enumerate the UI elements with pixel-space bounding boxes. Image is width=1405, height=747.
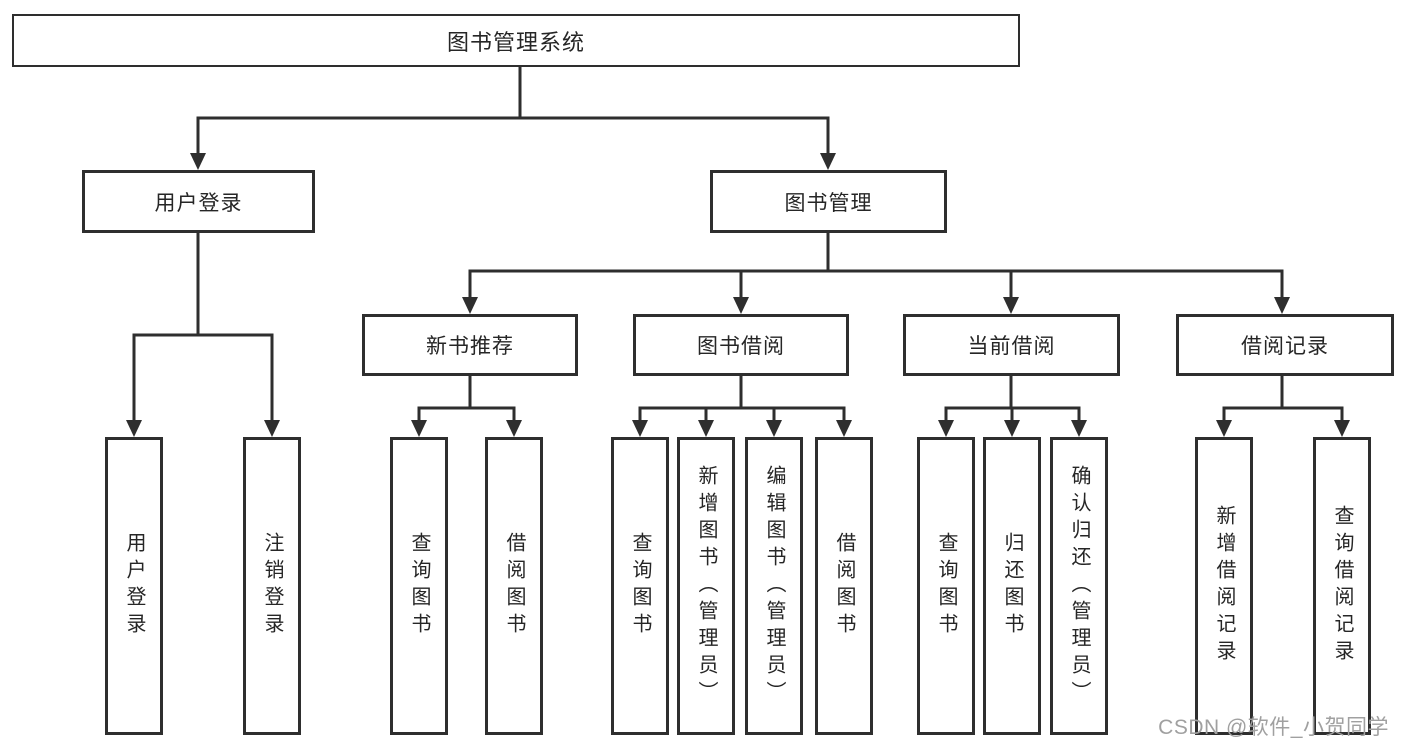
node-label: 注销登录 [261,532,283,640]
arrowhead [1003,297,1019,314]
arrowhead [506,420,522,437]
node-label: 新书推荐 [426,335,514,358]
node-leaf-return-books: 归还图书 [983,437,1041,735]
node-leaf-borrow-books-2: 借阅图书 [815,437,873,735]
arrowhead [698,420,714,437]
node-leaf-logout: 注销登录 [243,437,301,735]
arrowhead [1071,420,1087,437]
arrowhead [264,420,280,437]
arrowhead [190,153,206,170]
node-label: 图书管理系统 [446,29,585,55]
csdn-watermark: CSDN @软件_小贺同学 [1158,716,1389,739]
node-label: 新增图书（管理员） [695,464,717,708]
node-label: 借阅图书 [503,532,525,640]
arrowhead [938,420,954,437]
node-label: 查询图书 [935,532,957,640]
node-label: 借阅记录 [1241,335,1329,358]
node-label: 查询图书 [408,532,430,640]
arrowhead [1216,420,1232,437]
arrowhead [1334,420,1350,437]
node-leaf-add-borrow-record: 新增借阅记录 [1195,437,1253,735]
arrowhead [462,297,478,314]
node-label: 确认归还（管理员） [1068,464,1090,708]
node-leaf-query-books-2: 查询图书 [611,437,669,735]
node-label: 查询图书 [629,532,651,640]
node-leaf-confirm-return-admin: 确认归还（管理员） [1050,437,1108,735]
arrowhead [820,153,836,170]
node-label: 归还图书 [1001,532,1023,640]
node-current-borrowing: 当前借阅 [903,314,1120,376]
node-leaf-query-borrow-record: 查询借阅记录 [1313,437,1371,735]
node-book-borrowing: 图书借阅 [633,314,849,376]
node-borrowing-records: 借阅记录 [1176,314,1394,376]
arrowhead [766,420,782,437]
node-leaf-query-books-3: 查询图书 [917,437,975,735]
arrowhead [836,420,852,437]
node-label: 查询借阅记录 [1331,505,1353,667]
arrowhead [1274,297,1290,314]
node-leaf-query-books-1: 查询图书 [390,437,448,735]
node-label: 当前借阅 [967,335,1056,358]
node-label: 新增借阅记录 [1213,505,1235,667]
node-label: 编辑图书（管理员） [763,464,785,708]
arrowhead [411,420,427,437]
node-label: 图书借阅 [697,335,785,358]
node-library-system: 图书管理系统 [12,14,1020,67]
node-leaf-edit-books-admin: 编辑图书（管理员） [745,437,803,735]
arrowhead [126,420,142,437]
node-book-management: 图书管理 [710,170,947,233]
node-label: 用户登录 [154,191,243,215]
node-user-login: 用户登录 [82,170,315,233]
node-leaf-user-login: 用户登录 [105,437,163,735]
arrowhead [632,420,648,437]
node-label: 借阅图书 [833,532,855,640]
node-label: 用户登录 [123,532,145,640]
node-new-book-recommend: 新书推荐 [362,314,578,376]
arrowhead [1004,420,1020,437]
node-leaf-add-books-admin: 新增图书（管理员） [677,437,735,735]
node-leaf-borrow-books-1: 借阅图书 [485,437,543,735]
node-label: 图书管理 [784,191,873,215]
arrowhead [733,297,749,314]
